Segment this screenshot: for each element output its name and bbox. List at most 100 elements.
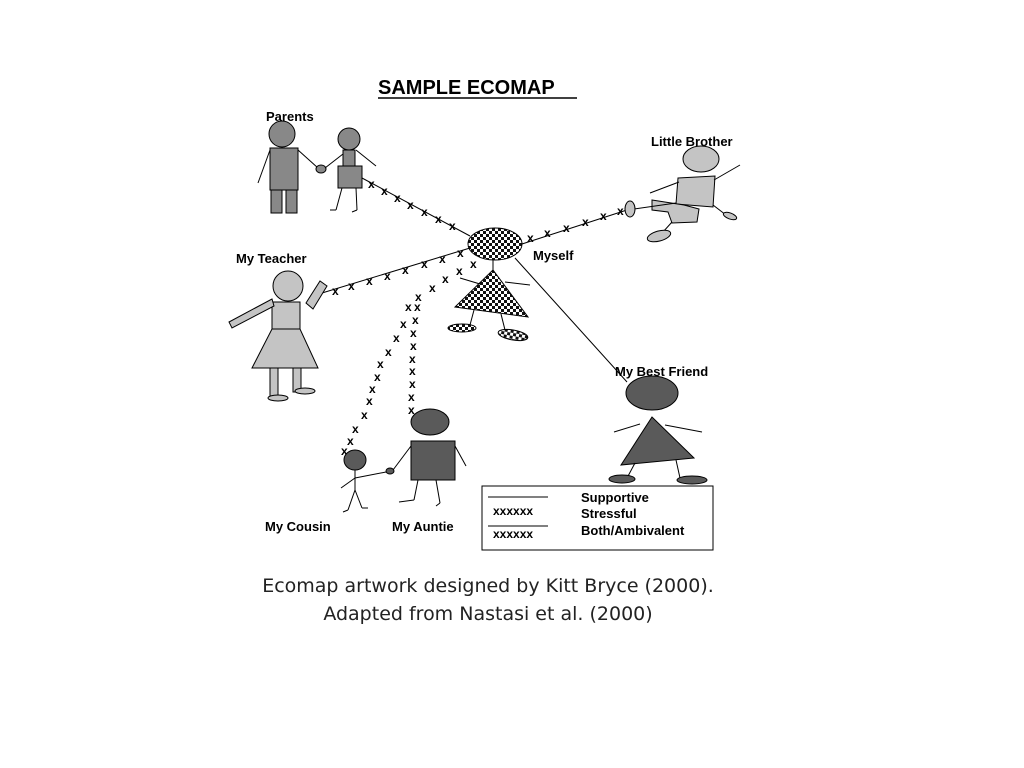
parent-arm-left bbox=[257, 149, 271, 184]
stress-x-auntie-8: x bbox=[408, 390, 415, 404]
cousin-foot-left bbox=[342, 509, 349, 513]
legend: xxxxxx xxxxxx Supportive Stressful Both/… bbox=[481, 485, 714, 551]
caption-line-1: Ecomap artwork designed by Kitt Bryce (2… bbox=[262, 575, 714, 597]
parents-hands bbox=[315, 164, 327, 174]
teacher-foot-left bbox=[267, 394, 289, 402]
stress-x-parents-5: x bbox=[421, 205, 428, 219]
stress-x-cousin-10: x bbox=[377, 357, 384, 371]
cousin-leg-right bbox=[354, 489, 363, 509]
brother-head bbox=[682, 145, 720, 173]
auntie-arm-left bbox=[392, 445, 412, 471]
stress-x-teacher-7: x bbox=[439, 252, 446, 266]
myself-dress bbox=[453, 269, 530, 318]
label-parents: Parents bbox=[266, 109, 314, 124]
stress-x-teacher-8: x bbox=[457, 246, 464, 260]
teacher-torso bbox=[271, 301, 301, 331]
auntie-arm-right bbox=[454, 445, 467, 467]
stress-x-brother-5: x bbox=[600, 209, 607, 223]
stress-x-brother-6: x bbox=[617, 204, 624, 218]
stress-x-cousin-15: x bbox=[352, 422, 359, 436]
label-my-auntie: My Auntie bbox=[392, 519, 454, 534]
stress-x-parents-2: x bbox=[381, 184, 388, 198]
caption: Ecomap artwork designed by Kitt Bryce (2… bbox=[0, 572, 976, 628]
stress-x-parents-1: x bbox=[368, 177, 375, 191]
stress-x-auntie-2: x bbox=[412, 313, 419, 327]
cousin-auntie-hands bbox=[385, 467, 395, 475]
myself-foot-left bbox=[447, 323, 477, 333]
legend-stressful-mark: xxxxxx bbox=[493, 504, 533, 518]
best-friend-foot-left bbox=[608, 474, 636, 484]
auntie-figure bbox=[392, 408, 467, 507]
stress-x-brother-1: x bbox=[527, 231, 534, 245]
myself-arm-left bbox=[459, 277, 481, 285]
stress-x-cousin-1: x bbox=[470, 257, 477, 271]
stress-x-cousin-2: x bbox=[456, 264, 463, 278]
teacher-leg-left bbox=[269, 367, 279, 398]
stress-x-teacher-2: x bbox=[348, 279, 355, 293]
child-arm-right bbox=[355, 149, 377, 167]
best-friend-head bbox=[625, 375, 679, 411]
stress-x-teacher-3: x bbox=[366, 274, 373, 288]
child-foot-right bbox=[351, 209, 358, 213]
best-friend-arm-left bbox=[613, 423, 641, 433]
auntie-leg-left bbox=[413, 479, 419, 501]
auntie-body bbox=[410, 440, 456, 481]
cousin-head bbox=[343, 449, 367, 471]
teacher-head bbox=[272, 270, 304, 302]
myself-foot-right bbox=[497, 328, 529, 342]
parent-leg-right bbox=[285, 189, 298, 214]
child-body bbox=[337, 165, 363, 189]
teacher-figure bbox=[228, 270, 328, 402]
stress-x-cousin-8: x bbox=[393, 331, 400, 345]
best-friend-foot-right bbox=[676, 475, 708, 485]
stress-x-teacher-4: x bbox=[384, 269, 391, 283]
best-friend-arm-right bbox=[664, 424, 703, 433]
child-neck bbox=[342, 149, 356, 167]
legend-ambivalent-mark: xxxxxx bbox=[493, 527, 533, 541]
myself-leg-left bbox=[469, 309, 475, 326]
myself-head bbox=[467, 227, 523, 261]
myself-leg-right bbox=[500, 313, 506, 331]
brother-arm-left bbox=[649, 181, 680, 194]
stress-x-parents-6: x bbox=[435, 212, 442, 226]
best-friend-leg-right bbox=[675, 459, 681, 479]
legend-ambivalent-label: Both/Ambivalent bbox=[581, 523, 685, 538]
stress-x-teacher-6: x bbox=[421, 257, 428, 271]
stress-x-cousin-17: x bbox=[341, 444, 348, 458]
myself-arm-right bbox=[504, 281, 531, 286]
connection-line-best-friend bbox=[514, 257, 628, 383]
stress-x-cousin-9: x bbox=[385, 345, 392, 359]
stress-x-cousin-4: x bbox=[429, 281, 436, 295]
cousin-figure bbox=[340, 449, 395, 513]
legend-stressful-label: Stressful bbox=[581, 506, 637, 521]
brother-arm-front bbox=[633, 202, 677, 210]
stress-x-auntie-6: x bbox=[409, 364, 416, 378]
stress-x-cousin-3: x bbox=[442, 272, 449, 286]
stress-x-parents-7: x bbox=[449, 219, 456, 233]
stress-x-auntie-7: x bbox=[409, 377, 416, 391]
stress-x-teacher-5: x bbox=[402, 263, 409, 277]
legend-box bbox=[481, 485, 714, 551]
stress-x-cousin-13: x bbox=[366, 394, 373, 408]
stress-x-cousin-12: x bbox=[369, 382, 376, 396]
child-head bbox=[337, 127, 361, 151]
label-little-brother: Little Brother bbox=[651, 134, 733, 149]
brother-legs bbox=[651, 199, 700, 224]
teacher-arm-left bbox=[228, 298, 275, 329]
stress-x-cousin-5: x bbox=[415, 290, 422, 304]
teacher-skirt bbox=[251, 328, 319, 369]
stress-x-brother-4: x bbox=[582, 215, 589, 229]
cousin-arm-right bbox=[354, 471, 387, 479]
connection-line-parents bbox=[361, 177, 471, 237]
stress-x-brother-2: x bbox=[544, 226, 551, 240]
best-friend-dress bbox=[620, 416, 696, 466]
stress-x-auntie-5: x bbox=[409, 352, 416, 366]
label-my-best-friend: My Best Friend bbox=[615, 364, 708, 379]
label-my-cousin: My Cousin bbox=[265, 519, 331, 534]
auntie-head bbox=[410, 408, 450, 436]
stress-x-cousin-6: x bbox=[405, 300, 412, 314]
parents-figure bbox=[257, 120, 377, 214]
stress-x-auntie-3: x bbox=[410, 326, 417, 340]
